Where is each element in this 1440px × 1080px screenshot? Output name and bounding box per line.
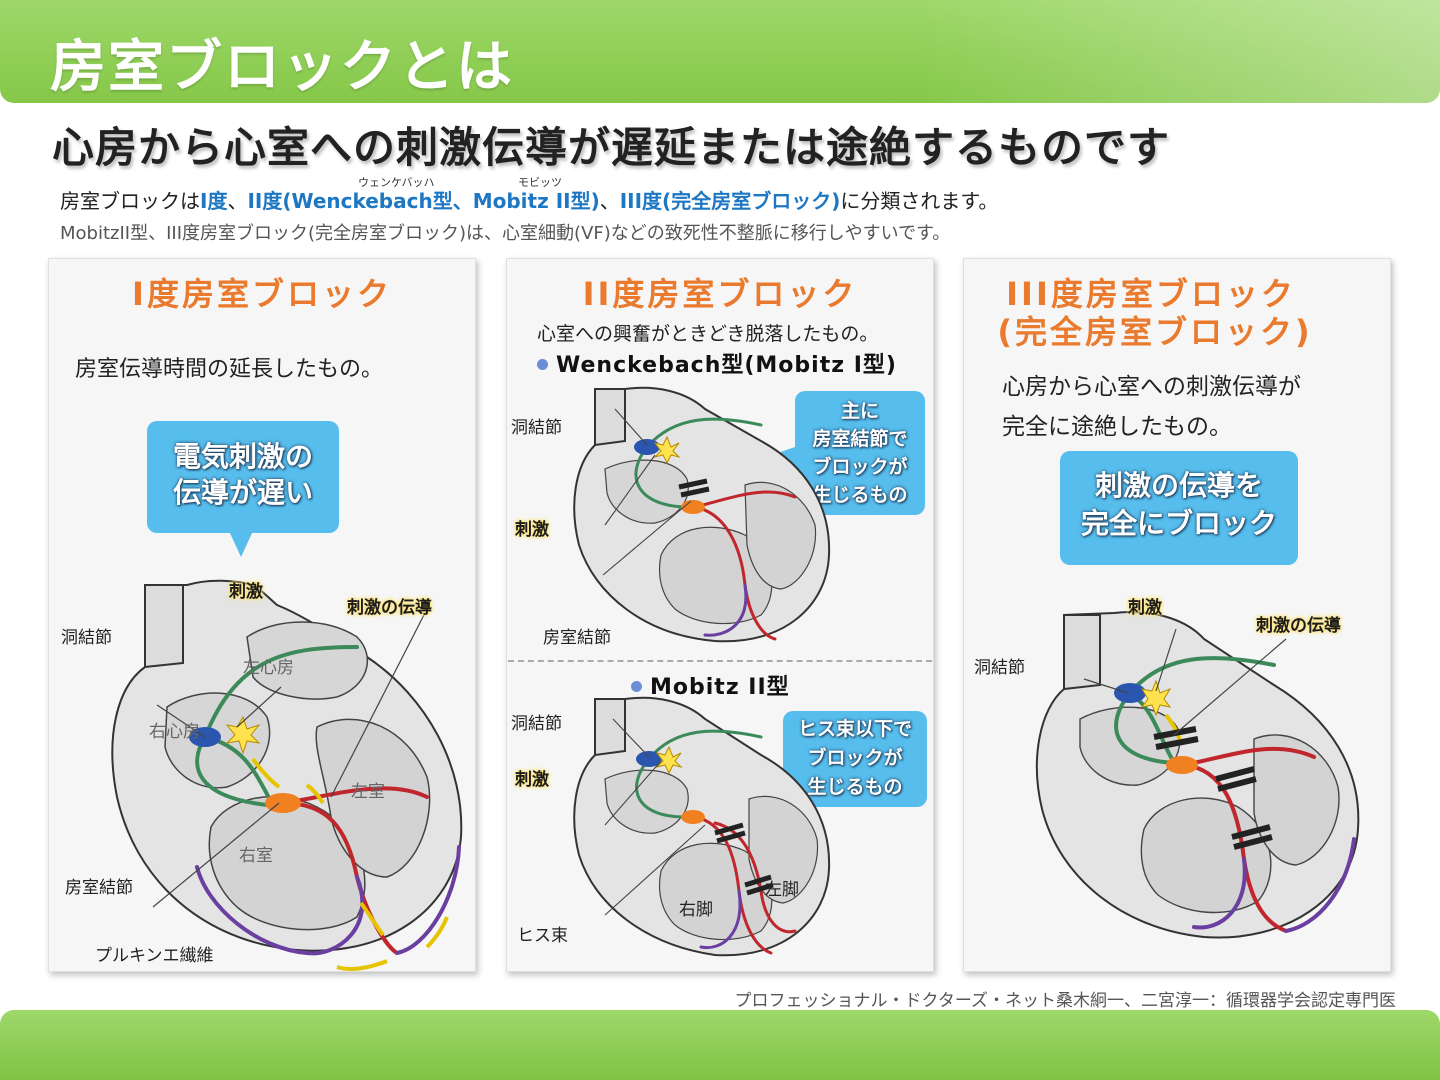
panel2-callout1-line2: 房室結節で bbox=[812, 428, 908, 450]
panel3-heart-diagram bbox=[1036, 611, 1360, 939]
panel-first-degree: I度房室ブロック 房室伝導時間の延長したもの。 電気刺激の 伝導が遅い bbox=[48, 258, 476, 972]
panel3-description-line2: 完全に途絶したもの。 bbox=[1002, 414, 1232, 440]
panel-third-degree: III度房室ブロック (完全房室ブロック) 心房から心室への刺激伝導が 完全に途… bbox=[963, 258, 1391, 972]
panel2-type2-label: Mobitz II型 bbox=[650, 675, 790, 700]
panel2-callout2-line1: ヒス束以下で bbox=[797, 718, 912, 740]
panel3-description-line1: 心房から心室への刺激伝導が bbox=[1002, 374, 1301, 400]
panel2-label-sa-node: 洞結節 bbox=[511, 418, 562, 438]
heart-outline bbox=[111, 579, 463, 952]
label-leader-lines bbox=[152, 608, 428, 908]
panel2-callout1-line4: 生じるもの bbox=[812, 484, 908, 506]
ruby-wenckebach: ウェンケバッハ bbox=[358, 176, 435, 189]
block-marks bbox=[678, 478, 710, 498]
panel2-callout-mobitz2: ヒス束以下で ブロックが 生じるもの bbox=[783, 711, 927, 807]
panel1-label-right-atrium: 右心房 bbox=[149, 722, 200, 742]
intro-note: MobitzII型、III度房室ブロック(完全房室ブロック)は、心室細動(VF)… bbox=[60, 223, 951, 244]
panel3-title-line1: III度房室ブロック bbox=[1006, 275, 1296, 313]
panel2-label-left-bundle: 左脚 bbox=[765, 880, 799, 900]
panel1-label-left-ventricle: 左室 bbox=[351, 782, 385, 802]
stimulus-spark-icon bbox=[225, 715, 261, 755]
complete-block-marks bbox=[1153, 726, 1273, 850]
panel3-callout-line2: 完全にブロック bbox=[1080, 507, 1277, 540]
panel2-type1-label: Wenckebach型(Mobitz I型) bbox=[556, 353, 897, 378]
intro-sep-1: 、 bbox=[227, 189, 248, 213]
panel2-title: II度房室ブロック bbox=[582, 275, 858, 313]
intro-degree-1: I度 bbox=[200, 189, 228, 213]
panel2-label-stimulus-2: 刺激 bbox=[515, 770, 549, 790]
panel2-label-sa-node-2: 洞結節 bbox=[511, 714, 562, 734]
panel1-label-right-ventricle: 右室 bbox=[239, 846, 273, 866]
panel3-label-stimulus: 刺激 bbox=[1128, 598, 1162, 618]
panel2-heart-diagram-mobitz2 bbox=[573, 696, 831, 957]
panel1-callout: 電気刺激の 伝導が遅い bbox=[147, 421, 339, 533]
panel1-callout-tail bbox=[229, 531, 253, 557]
panel2-callout-wenckebach: 主に 房室結節で ブロックが 生じるもの bbox=[795, 391, 925, 515]
panel2-label-his-bundle: ヒス束 bbox=[517, 926, 568, 946]
panel1-description: 房室伝導時間の延長したもの。 bbox=[75, 357, 384, 382]
panel3-callout: 刺激の伝導を 完全にブロック bbox=[1060, 451, 1298, 565]
panel2-callout2-line2: ブロックが bbox=[807, 747, 903, 769]
panel1-label-stimulus: 刺激 bbox=[229, 582, 263, 602]
panel1-callout-line1: 電気刺激の bbox=[172, 440, 313, 473]
panel1-label-conduction: 刺激の伝導 bbox=[347, 598, 432, 618]
source-credit: プロフェッショナル・ドクターズ・ネット桑木絅一、二宮淳一：循環器学会認定専門医 bbox=[734, 991, 1396, 1011]
conduction-arrows bbox=[251, 757, 449, 971]
panel2-label-stimulus: 刺激 bbox=[515, 520, 549, 540]
panel2-callout2-line3: 生じるもの bbox=[807, 776, 903, 798]
panel1-label-av-node: 房室結節 bbox=[65, 878, 133, 898]
intro-degree-2: II度(Wenckebach型、 bbox=[247, 189, 473, 213]
panel1-label-sa-node: 洞結節 bbox=[61, 628, 112, 648]
page-title: 房室ブロックとは bbox=[50, 35, 514, 100]
panel1-heart-diagram bbox=[111, 579, 463, 971]
intro-sep-2: 、 bbox=[599, 189, 620, 213]
panel3-callout-line1: 刺激の伝導を bbox=[1094, 469, 1263, 502]
intro-prefix: 房室ブロックは bbox=[60, 189, 200, 213]
panel2-description: 心室への興奮がときどき脱落したもの。 bbox=[537, 323, 879, 345]
panel2-callout1-line3: ブロックが bbox=[812, 456, 908, 478]
intro-suffix: に分類されます。 bbox=[840, 189, 999, 213]
block-marks-2 bbox=[714, 822, 774, 896]
subtitle: 心房から心室への刺激伝導が遅延または途絶するものです bbox=[52, 123, 1171, 172]
panel2-heart-diagram-wenckebach bbox=[573, 386, 831, 643]
panel2-type2-heading: Mobitz II型 bbox=[631, 669, 790, 701]
panel1-label-left-atrium: 左心房 bbox=[243, 658, 294, 678]
panel3-label-conduction: 刺激の伝導 bbox=[1256, 616, 1341, 636]
panel1-callout-line2: 伝導が遅い bbox=[172, 476, 313, 509]
panel1-title: I度房室ブロック bbox=[132, 275, 392, 313]
panel2-label-right-bundle: 右脚 bbox=[679, 900, 713, 920]
bullet-dot-icon bbox=[537, 359, 548, 370]
ruby-mobitz: モビッツ bbox=[518, 176, 562, 189]
panel2-type1-heading: Wenckebach型(Mobitz I型) bbox=[537, 347, 897, 379]
panel2-divider bbox=[508, 660, 932, 662]
bullet-dot-icon-2 bbox=[631, 681, 642, 692]
panel2-label-av-node: 房室結節 bbox=[543, 628, 611, 648]
intro-degree-3: III度(完全房室ブロック) bbox=[619, 189, 841, 213]
panel3-title-line2: (完全房室ブロック) bbox=[997, 313, 1313, 351]
header-bar: 房室ブロックとは bbox=[0, 0, 1440, 103]
panel1-label-purkinje: プルキンエ繊維 bbox=[95, 946, 214, 966]
footer-bar bbox=[0, 1010, 1440, 1080]
intro-mobitz: Mobitz II型) bbox=[472, 189, 600, 213]
footer-white-wave bbox=[1010, 1010, 1440, 1080]
panel-second-degree: II度房室ブロック 心室への興奮がときどき脱落したもの。 Wenckebach型… bbox=[506, 258, 934, 972]
panel3-label-sa-node: 洞結節 bbox=[974, 658, 1025, 678]
panel2-callout1-line1: 主に bbox=[840, 400, 879, 422]
intro-line: 房室ブロックはI度、II度(Wenckebach型、Mobitz II型)、II… bbox=[60, 185, 998, 214]
av-node bbox=[265, 793, 301, 813]
